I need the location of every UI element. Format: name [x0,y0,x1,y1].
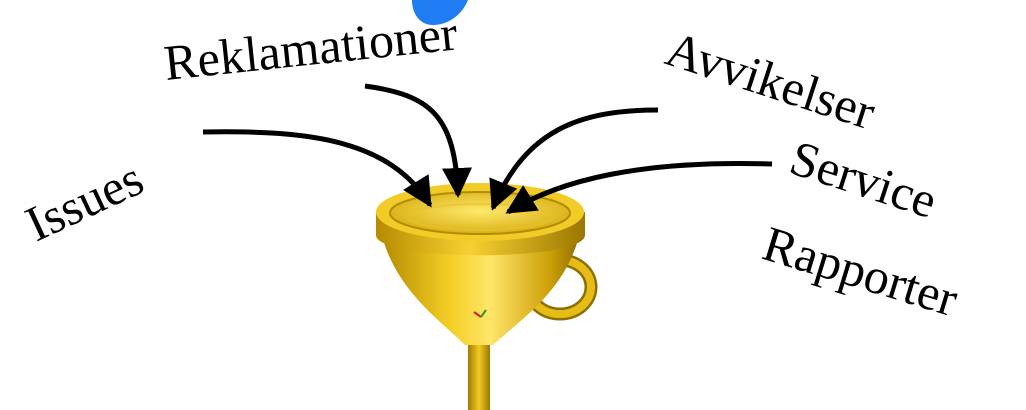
label-reklamationer: Reklamationer [161,4,460,90]
axis-marker-icon [473,309,487,318]
blue-shape-fragment [412,0,468,25]
arrow-issues [202,129,433,208]
label-issues: Issues [17,150,151,252]
label-rapporter: Rapporter [757,215,965,327]
arrow-avvikelser [489,107,659,211]
arrow-reklamationer [364,83,472,198]
label-service: Service [784,129,944,229]
funnel-icon [376,183,598,410]
label-avvikelser: Avvikelser [660,20,883,140]
arrow-service-rapporter [505,161,773,215]
